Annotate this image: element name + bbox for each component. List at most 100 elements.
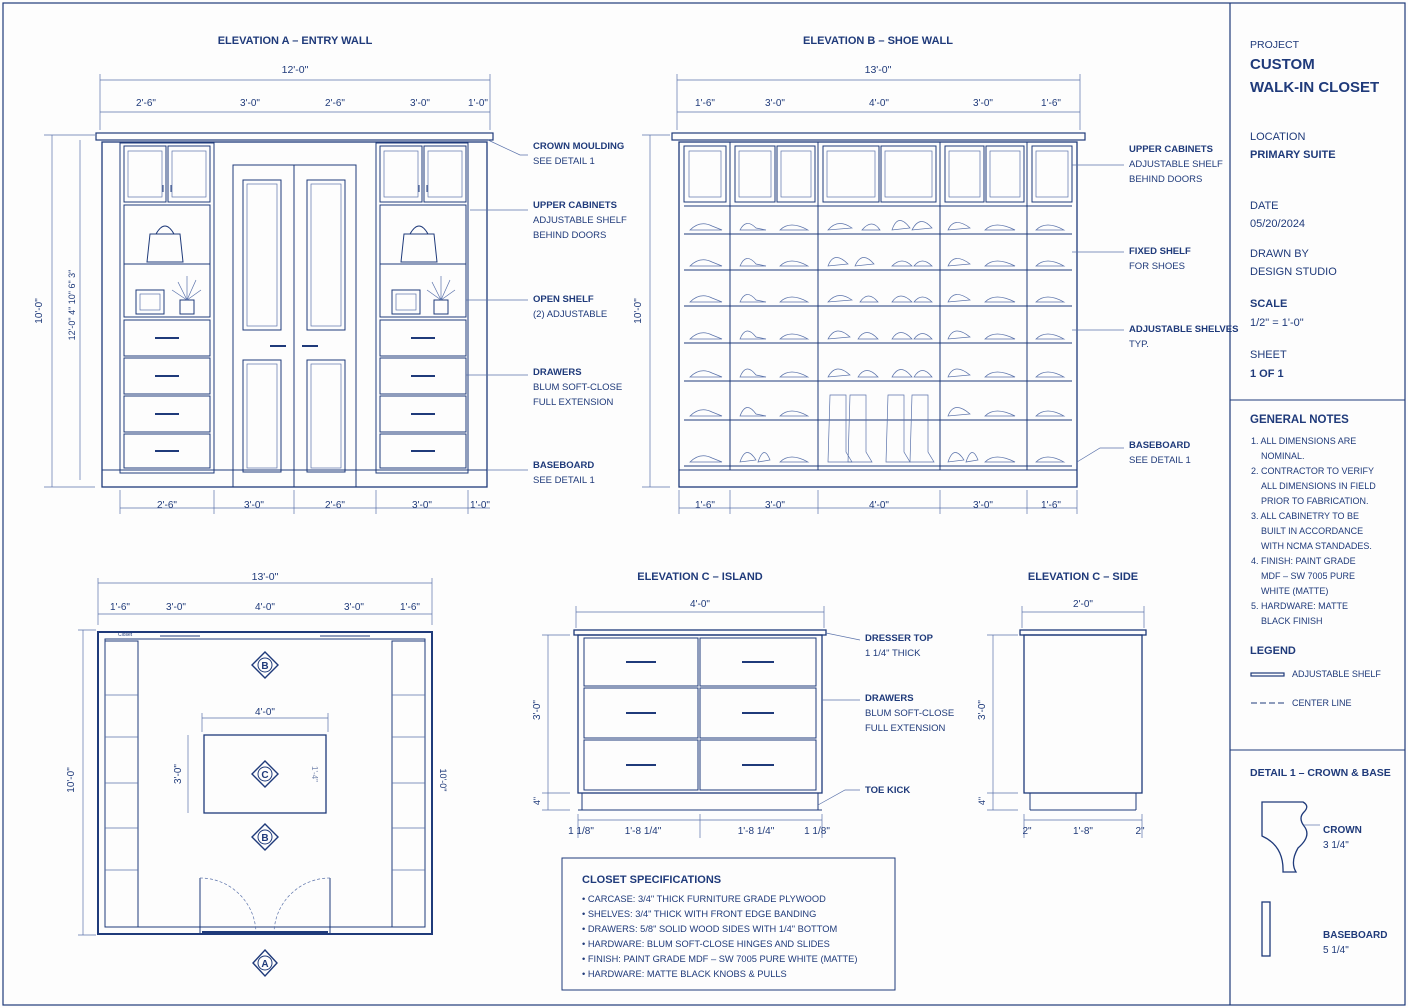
drawn-by-label: DRAWN BY <box>1250 248 1310 260</box>
elevation-c-side: ELEVATION C – SIDE 2'-0" 3'-0" 4" 2" 1'-… <box>977 571 1147 838</box>
elevation-c-island-title: ELEVATION C – ISLAND <box>637 571 763 583</box>
elevation-a-note-line: ADJUSTABLE SHELF <box>533 215 627 226</box>
svg-text:B: B <box>261 661 268 672</box>
elevation-c-side-width: 2'-0" <box>1073 599 1093 610</box>
elevation-b-note-title: UPPER CABINETS <box>1129 144 1213 155</box>
elevation-c-island-width: 4'-0" <box>690 599 710 610</box>
elevation-a-height-sub: 12'-0" 4" 10" 6" 3" <box>67 270 77 341</box>
legend-item: CENTER LINE <box>1292 698 1352 708</box>
elevation-a-note-title: UPPER CABINETS <box>533 200 617 211</box>
sheet-label: SHEET <box>1250 349 1287 361</box>
elevation-a-note-title: DRAWERS <box>533 367 582 378</box>
date-value: 05/20/2024 <box>1250 218 1305 230</box>
elevation-a-bottom-dim: 2'-6" <box>157 500 177 511</box>
elevation-a-note-line: SEE DETAIL 1 <box>533 475 595 486</box>
plan-right-dim: 10'-0" <box>438 769 448 792</box>
crown-size: 3 1/4" <box>1323 840 1349 851</box>
elevation-c-side-bottom-dim: 2" <box>1135 826 1145 837</box>
baseboard-profile-icon <box>1261 901 1271 957</box>
plan-closet-label: Closet <box>118 632 133 638</box>
elevation-c-side-height: 3'-0" <box>977 700 988 720</box>
elevation-c-island-note-line: 1 1/4" THICK <box>865 648 921 659</box>
elevation-a-top-dim: 2'-6" <box>325 98 345 109</box>
legend-item: ADJUSTABLE SHELF <box>1292 669 1381 679</box>
elevation-a: ELEVATION A – ENTRY WALL 12'-0" 2'-6" 3'… <box>34 35 627 514</box>
general-note-line: BUILT IN ACCORDANCE <box>1261 526 1363 536</box>
elevation-c-island-bottom-dim: 1'-8 1/4" <box>625 826 662 837</box>
specs-item: • CARCASE: 3/4" THICK FURNITURE GRADE PL… <box>582 894 826 904</box>
section-tag-b-top: B <box>251 651 279 679</box>
location-value: PRIMARY SUITE <box>1250 149 1336 161</box>
svg-text:C: C <box>261 770 268 781</box>
section-tag-a: A <box>252 948 278 978</box>
scale-label: SCALE <box>1250 298 1287 310</box>
project-name-line-2: WALK-IN CLOSET <box>1250 79 1379 96</box>
specs-item: • SHELVES: 3/4" THICK WITH FRONT EDGE BA… <box>582 909 816 919</box>
elevation-b-title: ELEVATION B – SHOE WALL <box>803 35 953 47</box>
plan-height: 10'-0" <box>66 767 77 793</box>
elevation-a-note-line: FULL EXTENSION <box>533 397 614 408</box>
scale-value: 1/2" = 1'-0" <box>1250 317 1304 329</box>
elevation-c-island: ELEVATION C – ISLAND 4'-0" 3'-0" 4" 1 1/… <box>532 571 954 838</box>
elevation-b-note-line: FOR SHOES <box>1129 261 1185 272</box>
elevation-c-island-note-title: TOE KICK <box>865 785 910 796</box>
plan-island-width: 4'-0" <box>255 707 275 718</box>
elevation-b-bottom-dim: 4'-0" <box>869 500 889 511</box>
elevation-c-island-bottom-dim: 1 1/8" <box>804 826 830 837</box>
title-block: PROJECT CUSTOM WALK-IN CLOSET LOCATION P… <box>1250 39 1391 957</box>
general-notes-title: GENERAL NOTES <box>1250 414 1349 426</box>
elevation-a-top-dim: 2'-6" <box>136 98 156 109</box>
general-note-line: 1. ALL DIMENSIONS ARE <box>1251 436 1356 446</box>
elevation-b-height: 10'-0" <box>633 298 644 324</box>
elevation-a-bottom-dim: 1'-0" <box>470 500 490 511</box>
svg-text:A: A <box>261 959 268 970</box>
elevation-c-island-bottom-dim: 1 1/8" <box>568 826 594 837</box>
elevation-c-island-note-title: DRESSER TOP <box>865 633 934 644</box>
plan-island-depth: 3'-0" <box>173 764 184 784</box>
elevation-a-bottom-dim: 3'-0" <box>244 500 264 511</box>
drawn-by-value: DESIGN STUDIO <box>1250 266 1337 278</box>
specs-item: • HARDWARE: MATTE BLACK KNOBS & PULLS <box>582 969 787 979</box>
elevation-b-bottom-dim: 1'-6" <box>695 500 715 511</box>
elevation-a-top-dim: 1'-0" <box>468 98 488 109</box>
general-note-line: NOMINAL. <box>1261 451 1305 461</box>
elevation-a-note-line: SEE DETAIL 1 <box>533 156 595 167</box>
elevation-b-note-line: ADJUSTABLE SHELF <box>1129 159 1223 170</box>
plan-top-dim: 1'-6" <box>110 602 130 613</box>
adjustable-shelf-legend-icon <box>1250 672 1285 677</box>
elevation-a-top-dim: 3'-0" <box>410 98 430 109</box>
general-note-line: WITH NCMA STANDADES. <box>1261 541 1372 551</box>
elevation-b: ELEVATION B – SHOE WALL 13'-0" 1'-6" 3'-… <box>633 35 1238 514</box>
general-note-line: MDF – SW 7005 PURE <box>1261 571 1355 581</box>
elevation-a-title: ELEVATION A – ENTRY WALL <box>218 35 373 47</box>
elevation-a-note-title: CROWN MOULDING <box>533 141 624 152</box>
specs-item: • DRAWERS: 5/8" SOLID WOOD SIDES WITH 1/… <box>582 924 837 934</box>
elevation-b-overall-width: 13'-0" <box>865 64 892 76</box>
location-label: LOCATION <box>1250 131 1305 143</box>
elevation-c-side-bottom-dim: 2" <box>1022 826 1032 837</box>
elevation-b-top-dim: 3'-0" <box>973 98 993 109</box>
elevation-a-height: 10'-0" <box>34 298 45 324</box>
project-label: PROJECT <box>1250 39 1300 51</box>
elevation-c-island-bottom-dim: 1'-8 1/4" <box>738 826 775 837</box>
crown-label: CROWN <box>1323 825 1362 836</box>
elevation-c-side-title: ELEVATION C – SIDE <box>1028 571 1138 583</box>
elevation-a-note-title: BASEBOARD <box>533 460 594 471</box>
date-label: DATE <box>1250 200 1279 212</box>
general-note-line: 3. ALL CABINETRY TO BE <box>1251 511 1359 521</box>
specs-title: CLOSET SPECIFICATIONS <box>582 874 721 886</box>
specs-item: • HARDWARE: BLUM SOFT-CLOSE HINGES AND S… <box>582 939 830 949</box>
elevation-b-note-title: FIXED SHELF <box>1129 246 1191 257</box>
elevation-a-note-line: (2) ADJUSTABLE <box>533 309 607 320</box>
general-note-line: PRIOR TO FABRICATION. <box>1261 496 1369 506</box>
elevation-a-note-line: BEHIND DOORS <box>533 230 606 241</box>
elevation-b-top-dim: 3'-0" <box>765 98 785 109</box>
elevation-b-note-line: BEHIND DOORS <box>1129 174 1202 185</box>
elevation-c-island-height: 3'-0" <box>532 700 543 720</box>
elevation-c-side-toe: 4" <box>977 797 987 805</box>
sheet-value: 1 OF 1 <box>1250 368 1284 380</box>
closet-specifications: CLOSET SPECIFICATIONS • CARCASE: 3/4" TH… <box>561 857 896 991</box>
elevation-b-top-dim: 4'-0" <box>869 98 889 109</box>
